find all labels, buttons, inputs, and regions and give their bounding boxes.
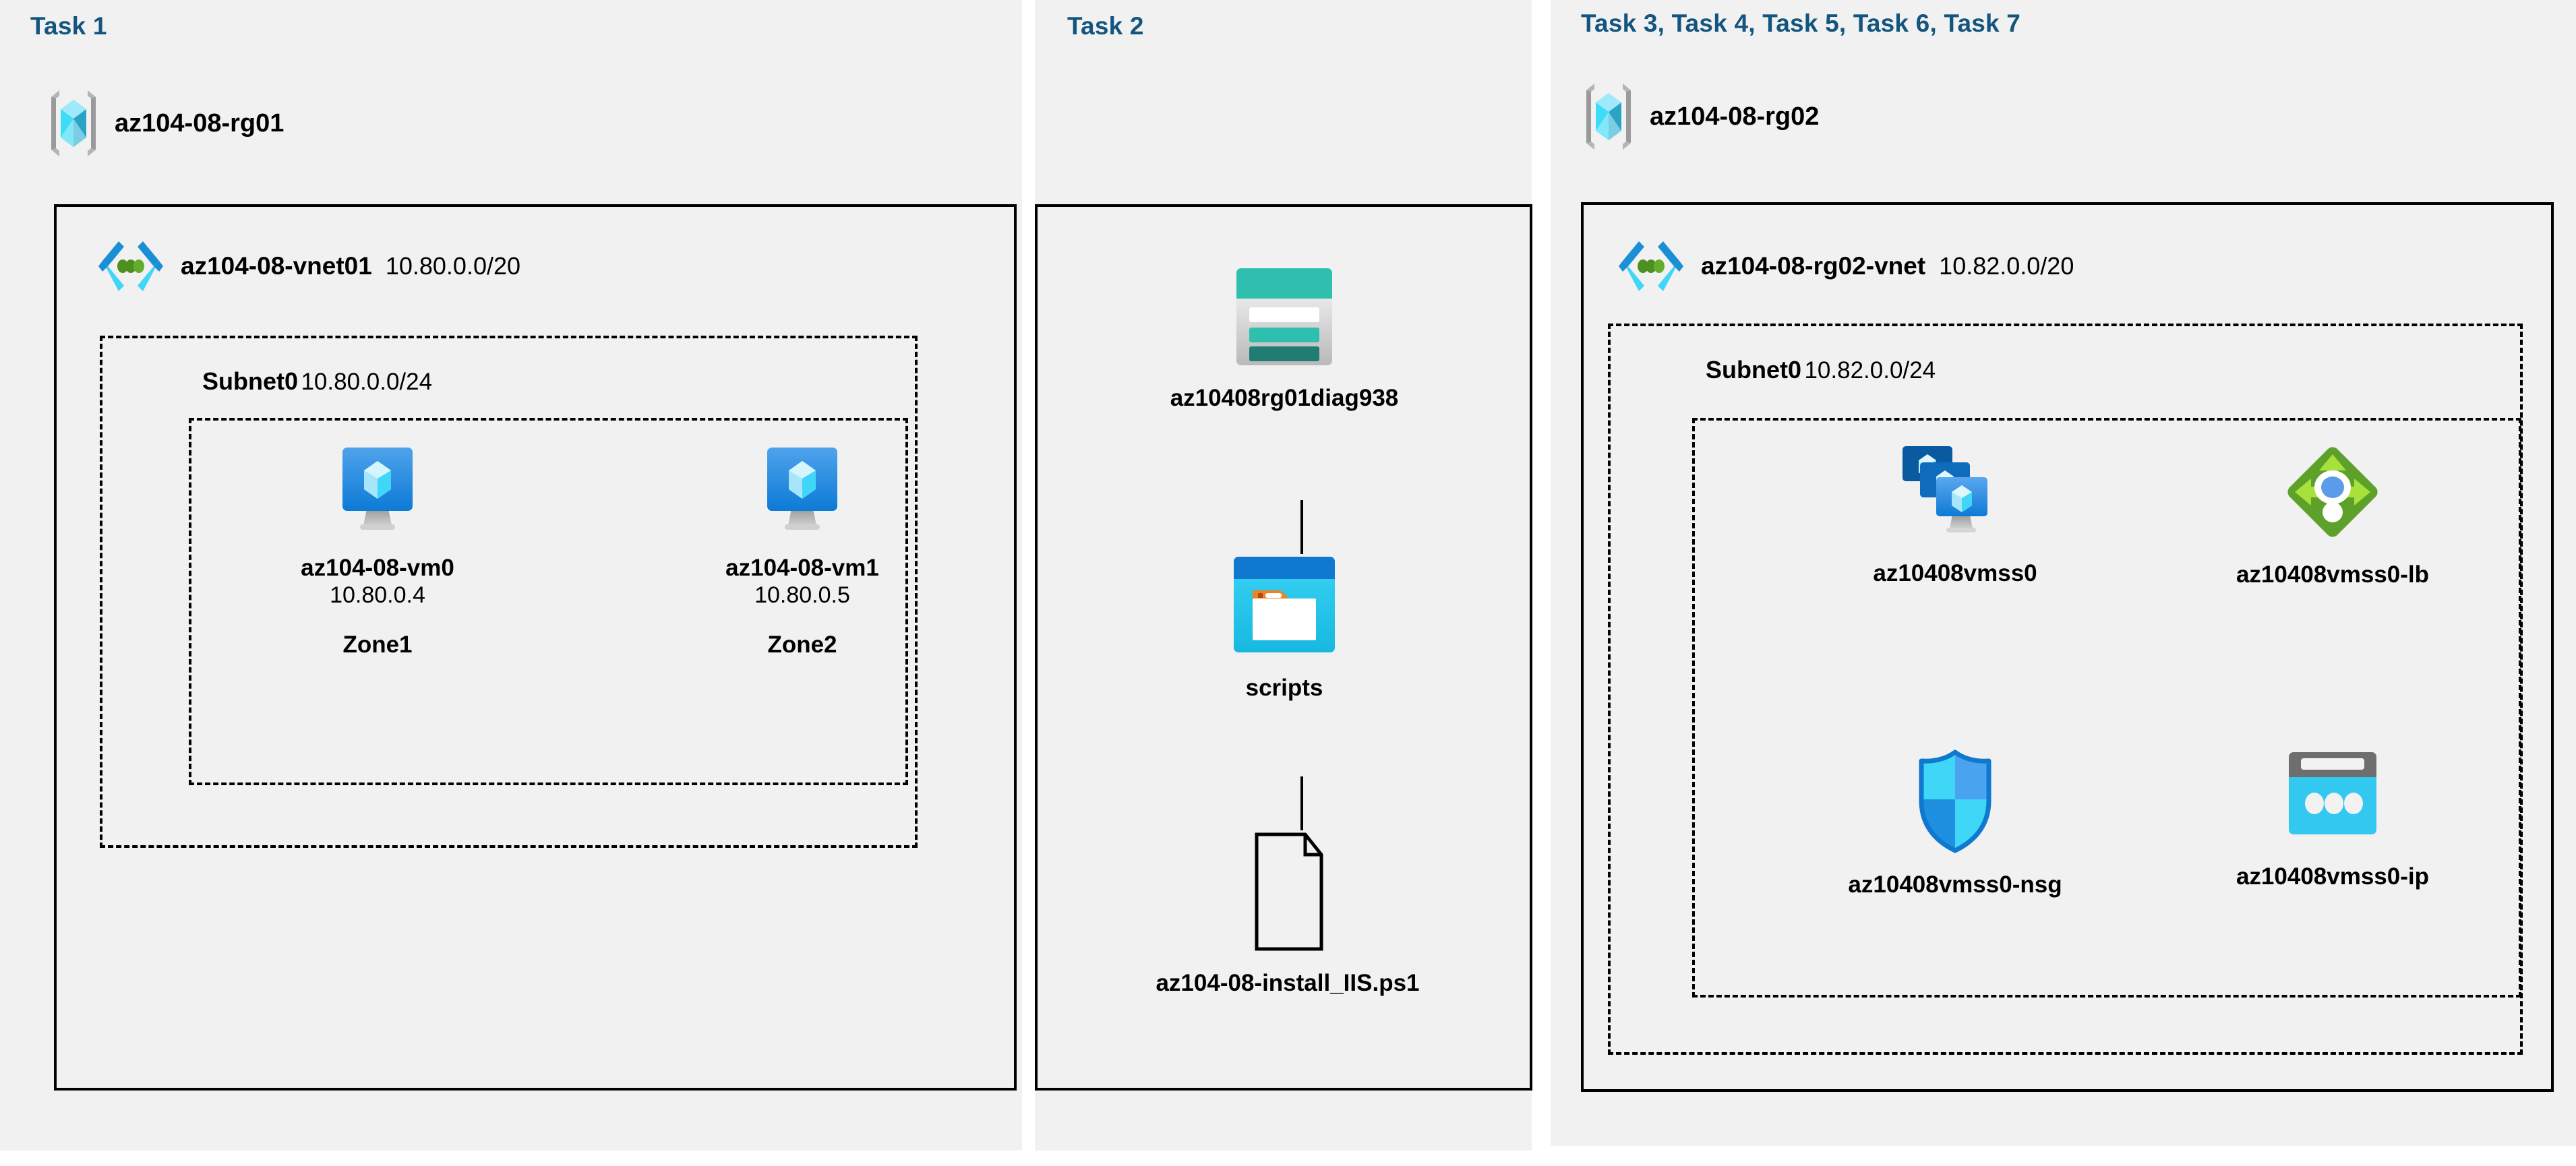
vm-zone-label: Zone2 [767, 632, 837, 658]
task-caption-task2: Task 2 [1067, 12, 1144, 40]
vnet02-header: az104-08-rg02-vnet 10.82.0.0/20 [1615, 237, 2074, 295]
connector-storage-to-container [1300, 500, 1303, 554]
virtual-machine-icon [337, 445, 418, 539]
load-balancer-name-label: az10408vmss0-lb [2236, 561, 2430, 588]
resource-group-icon [46, 88, 101, 159]
resource-group-icon [1581, 81, 1636, 152]
public-ip-address-icon [2282, 748, 2383, 842]
vnet-cidr-label: 10.82.0.0/20 [1939, 252, 2074, 280]
availability-zone-group [189, 418, 908, 785]
resource-group-rg02: az104-08-rg02 [1581, 81, 1819, 152]
vmss-name-label: az10408vmss0 [1873, 560, 2037, 586]
resource-group-label: az104-08-rg02 [1650, 102, 1820, 131]
network-security-group-icon [1908, 748, 2002, 856]
task-caption-task1: Task 1 [30, 12, 107, 40]
subnet-name: Subnet0 [1706, 356, 1802, 383]
vm-scale-set-icon [1894, 438, 2016, 546]
node-network-security-group[interactable]: az10408vmss0-nsg [1746, 748, 2164, 898]
vnet01-header: az104-08-vnet01 10.80.0.0/20 [94, 237, 520, 295]
virtual-machine-icon [762, 445, 843, 539]
script-file-name-label: az104-08-install_IIS.ps1 [1156, 970, 1420, 996]
vmss-resource-group-boundary [1692, 418, 2521, 998]
vnet-name-label: az104-08-vnet01 [181, 252, 372, 280]
subnet0-boundary-vnet01 [100, 336, 918, 848]
vm-ip-label: 10.80.0.5 [754, 582, 850, 609]
vm-name-label: az104-08-vm0 [301, 555, 454, 581]
resource-group-rg01: az104-08-rg01 [46, 88, 284, 159]
node-vm-scale-set[interactable]: az10408vmss0 [1780, 438, 2130, 587]
connector-container-to-file [1300, 776, 1303, 830]
load-balancer-icon [2279, 438, 2387, 546]
subnet-cidr: 10.82.0.0/24 [1804, 357, 1936, 383]
task-caption-task3-7: Task 3, Task 4, Task 5, Task 6, Task 7 [1581, 9, 2021, 37]
vnet-cidr-label: 10.80.0.0/20 [385, 252, 521, 280]
storage-account-name-label: az10408rg01diag938 [1170, 385, 1399, 411]
vnet02-boundary [1581, 202, 2554, 1092]
resource-group-label: az104-08-rg01 [115, 109, 284, 137]
file-icon [1234, 829, 1342, 957]
subnet-cidr: 10.80.0.0/24 [301, 369, 433, 395]
virtual-network-icon [1615, 237, 1687, 295]
virtual-network-icon [94, 237, 167, 295]
nsg-name-label: az10408vmss0-nsg [1848, 871, 2062, 898]
panel-task3-7 [1551, 0, 2576, 1146]
vnet-name-label: az104-08-rg02-vnet [1701, 252, 1926, 280]
subnet0-boundary-vnet02 [1608, 324, 2523, 1055]
node-blob-container-scripts[interactable]: scripts [1149, 553, 1419, 702]
subnet-name: Subnet0 [202, 367, 299, 395]
node-az104-08-vm1[interactable]: az104-08-vm1 10.80.0.5 Zone2 [694, 445, 910, 658]
vm-zone-label: Zone1 [342, 632, 413, 658]
node-az104-08-vm0[interactable]: az104-08-vm0 10.80.0.4 Zone1 [270, 445, 485, 658]
node-load-balancer[interactable]: az10408vmss0-lb [2157, 438, 2508, 588]
vm-ip-label: 10.80.0.4 [330, 582, 425, 609]
panel-task1 [0, 0, 1022, 1150]
public-ip-name-label: az10408vmss0-ip [2236, 863, 2430, 890]
vnet01-boundary [54, 204, 1017, 1091]
node-script-file[interactable]: az104-08-install_IIS.ps1 [1119, 829, 1456, 997]
node-public-ip-address[interactable]: az10408vmss0-ip [2144, 748, 2521, 890]
storage-account-icon [1217, 263, 1352, 371]
blob-container-name-label: scripts [1245, 675, 1323, 701]
subnet0-label-vnet01: Subnet0 10.80.0.0/24 [202, 367, 432, 396]
vm-name-label: az104-08-vm1 [725, 555, 879, 581]
blob-container-icon [1224, 553, 1345, 661]
subnet0-label-vnet02: Subnet0 10.82.0.0/24 [1706, 356, 1936, 384]
node-storage-account[interactable]: az10408rg01diag938 [1102, 263, 1466, 412]
task2-boundary [1035, 204, 1532, 1091]
